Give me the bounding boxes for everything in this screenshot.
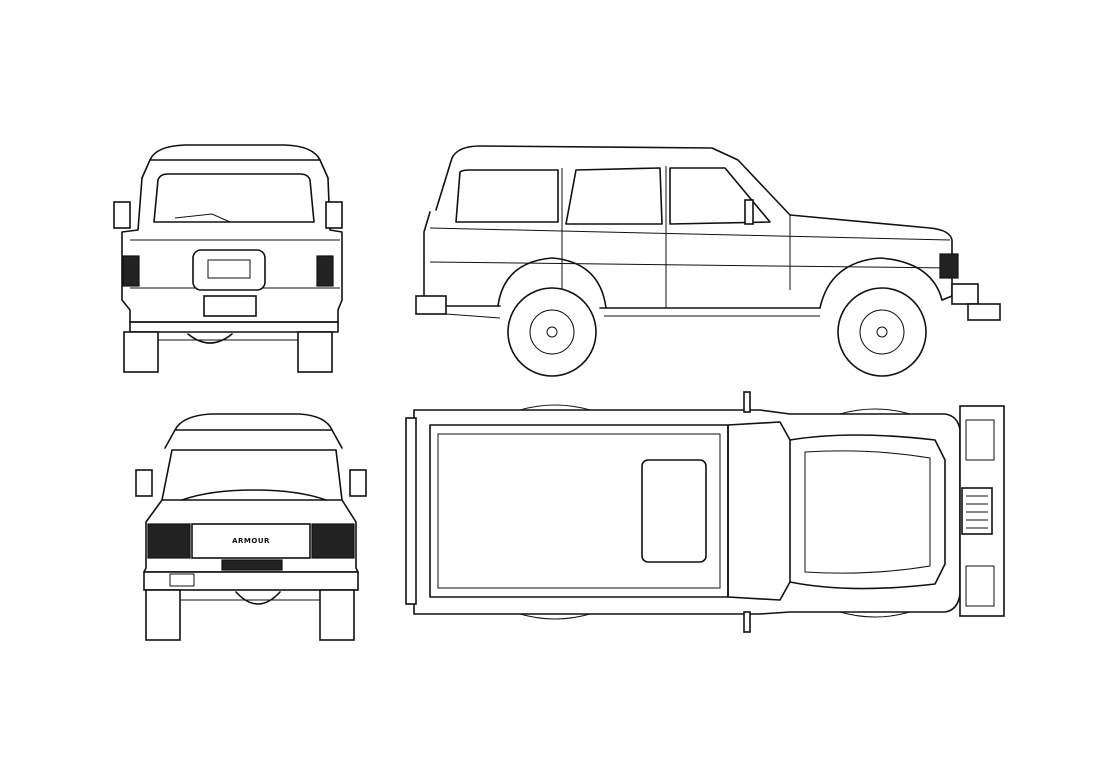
winch — [221, 559, 283, 571]
top-view — [405, 391, 1005, 633]
side-mirror — [744, 199, 754, 225]
rear-right-tire — [297, 331, 333, 373]
front-left-tire — [145, 589, 181, 641]
license-plate — [203, 295, 257, 317]
front-badge: ARMOUR — [232, 537, 270, 545]
front-lamp — [939, 253, 959, 279]
left-tail-lamp — [122, 255, 140, 287]
top-left-mirror — [743, 391, 751, 413]
front-winch — [951, 283, 979, 305]
right-headlamp — [311, 523, 355, 559]
grille — [191, 523, 311, 559]
spare-wheel-cover — [192, 249, 266, 291]
top-right-mirror — [743, 611, 751, 633]
left-mirror — [113, 201, 131, 229]
rear-tire — [507, 287, 597, 377]
front-tire — [837, 287, 927, 377]
rear-left-tire — [123, 331, 159, 373]
rear-view — [113, 144, 343, 373]
front-bumper — [143, 571, 359, 591]
top-winch — [961, 487, 993, 535]
front-right-tire — [319, 589, 355, 641]
right-tail-lamp — [316, 255, 334, 287]
left-headlamp — [147, 523, 191, 559]
front-view: ARMOUR — [135, 413, 367, 641]
side-view — [415, 145, 1001, 377]
sunroof — [641, 459, 707, 563]
top-rear-bumper — [405, 417, 417, 605]
right-mirror — [325, 201, 343, 229]
front-right-mirror — [349, 469, 367, 497]
front-left-mirror — [135, 469, 153, 497]
rear-bumper — [415, 295, 447, 315]
